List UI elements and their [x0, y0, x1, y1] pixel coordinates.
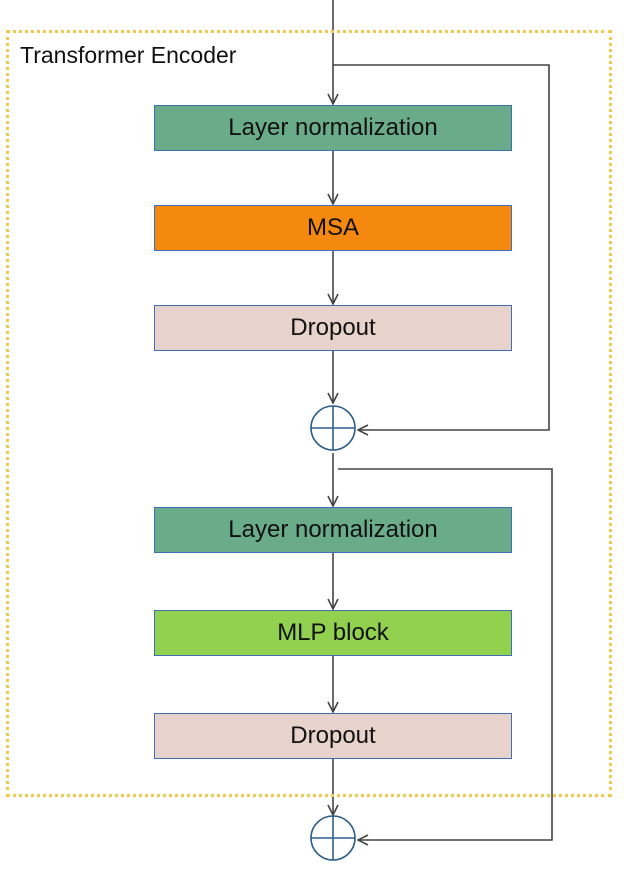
dropout-block: Dropout: [154, 713, 512, 759]
mlp-block: MLP block: [154, 610, 512, 656]
msa-block: MSA: [154, 205, 512, 251]
encoder-frame: [6, 30, 612, 797]
skip-connection-1: [333, 64, 550, 430]
dropout-block: Dropout: [154, 305, 512, 351]
skip-connection-2: [338, 468, 553, 840]
sum-icon: [310, 815, 356, 861]
layer-normalization-block: Layer normalization: [154, 507, 512, 553]
encoder-title: Transformer Encoder: [20, 42, 237, 68]
sum-icon: [310, 405, 356, 451]
layer-normalization-block: Layer normalization: [154, 105, 512, 151]
